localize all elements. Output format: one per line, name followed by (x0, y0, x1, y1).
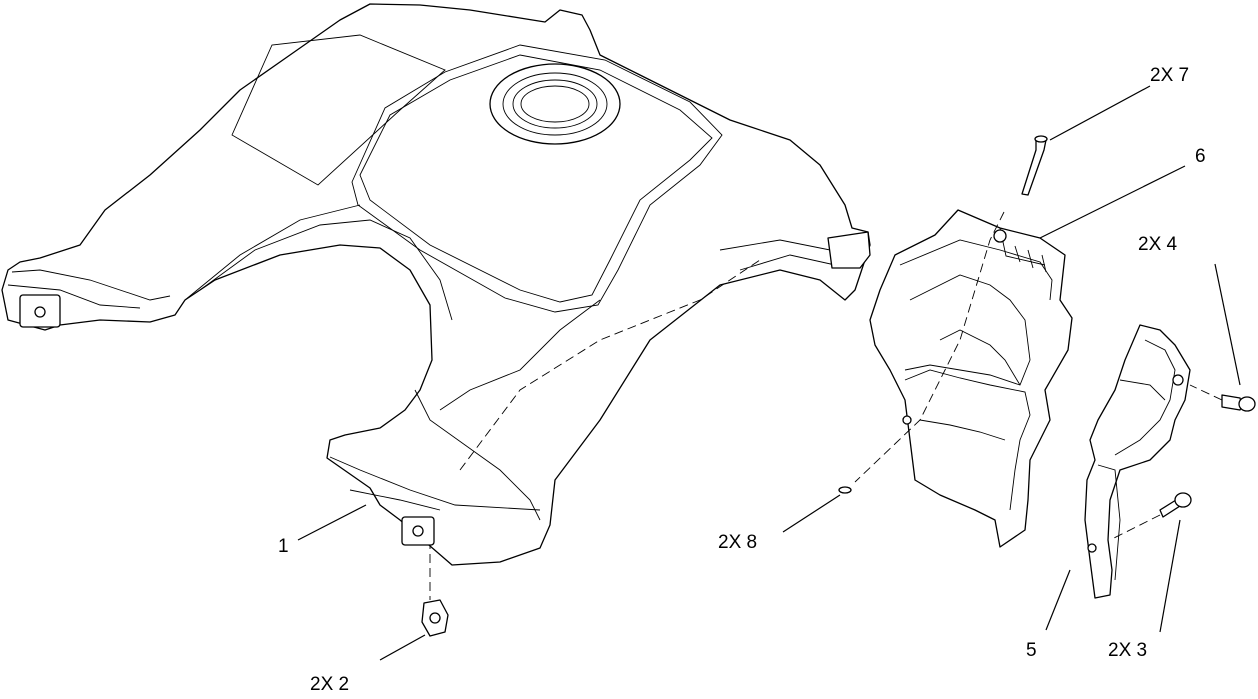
callout-4: 2X 4 (1138, 234, 1178, 255)
leader-3 (1159, 519, 1181, 633)
part-5-side-guard (1084, 324, 1191, 599)
leader-5 (1045, 569, 1071, 631)
leader-7 (1049, 85, 1151, 141)
part-3-bolt (1109, 492, 1192, 541)
callout-6: 6 (1195, 146, 1206, 167)
callout-8: 2X 8 (718, 532, 758, 553)
leader-4 (1214, 263, 1241, 386)
part-6-guard (854, 209, 1073, 548)
leader-1 (297, 504, 367, 541)
leader-lines (297, 85, 1241, 661)
callout-5: 5 (1026, 640, 1037, 661)
part-8-clip (838, 486, 852, 494)
part-4-bolt (1189, 384, 1256, 412)
leader-2 (379, 634, 426, 661)
part-7-pin (1021, 135, 1048, 196)
callout-3: 2X 3 (1108, 640, 1148, 661)
leader-8 (782, 494, 841, 533)
part-2-clip-nut (421, 599, 449, 637)
part-1-shroud (1, 3, 871, 600)
callout-1: 1 (278, 536, 289, 557)
callout-7: 2X 7 (1150, 65, 1190, 86)
callout-2: 2X 2 (310, 674, 350, 695)
leader-6 (1039, 165, 1186, 239)
